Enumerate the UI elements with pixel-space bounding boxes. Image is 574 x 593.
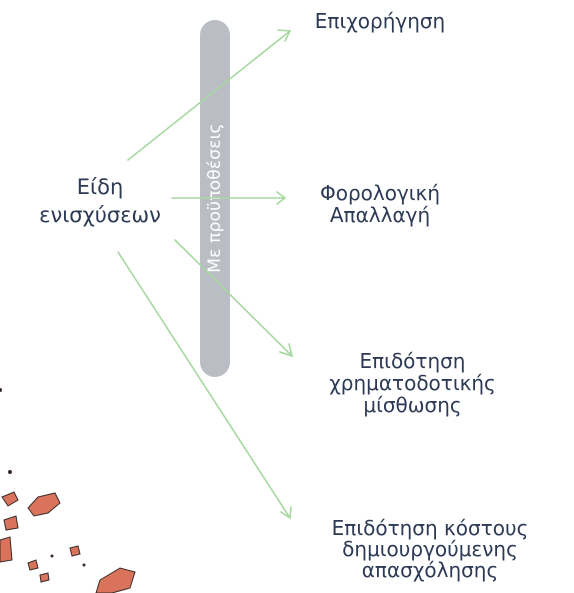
target-node-forologiki-apallagi: Φορολογική Απαλλαγή: [285, 182, 475, 226]
arrow-head-epichorigisi: [277, 29, 292, 42]
map-dot-4: [0, 388, 2, 392]
target-4-line-2: δημιουργούμενης: [342, 537, 518, 561]
map-island-5: [69, 545, 81, 557]
map-island-4: [0, 536, 13, 563]
arrow-to-epichorigisi: [127, 30, 291, 161]
target-3-line-2: χρηματοδοτικής: [329, 371, 496, 395]
target-node-epidotisi-apascholisis: Επιδότηση κόστους δημιουργούμενης απασχό…: [285, 518, 574, 581]
map-island-2: [1, 491, 19, 507]
arrow-head-apascholisi: [280, 506, 292, 520]
arrow-to-apascholisi: [117, 251, 291, 519]
target-4-line-3: απασχόλησης: [361, 558, 499, 582]
source-line-2: ενισχύσεων: [39, 203, 161, 227]
map-island-8: [95, 567, 136, 593]
map-island-3: [3, 515, 19, 531]
source-node: Είδη ενισχύσεων: [30, 173, 170, 229]
map-island-7: [39, 572, 50, 583]
target-1-line-1: Επιχορήγηση: [314, 9, 446, 33]
target-node-epidotisi-misthosis: Επιδότηση χρηματοδοτικής μίσθωσης: [300, 350, 525, 416]
map-island-1: [27, 492, 61, 517]
source-line-1: Είδη: [76, 175, 124, 199]
target-2-line-2: Απαλλαγή: [329, 203, 431, 227]
arrow-to-chrimatodotiki: [174, 239, 293, 357]
map-island-6: [27, 559, 39, 571]
arrow-head-forologiki: [276, 191, 287, 205]
target-3-line-3: μίσθωσης: [363, 393, 462, 417]
map-dot-3: [82, 563, 86, 567]
map-dot-2: [50, 554, 54, 558]
target-4-line-1: Επιδότηση κόστους: [331, 516, 529, 540]
target-2-line-1: Φορολογική: [319, 181, 441, 205]
map-dot-1: [8, 470, 12, 474]
arrow-head-chrimatodotiki: [279, 343, 294, 358]
target-3-line-1: Επιδότηση: [359, 349, 466, 373]
target-node-epichorigisi: Επιχορήγηση: [265, 10, 495, 32]
